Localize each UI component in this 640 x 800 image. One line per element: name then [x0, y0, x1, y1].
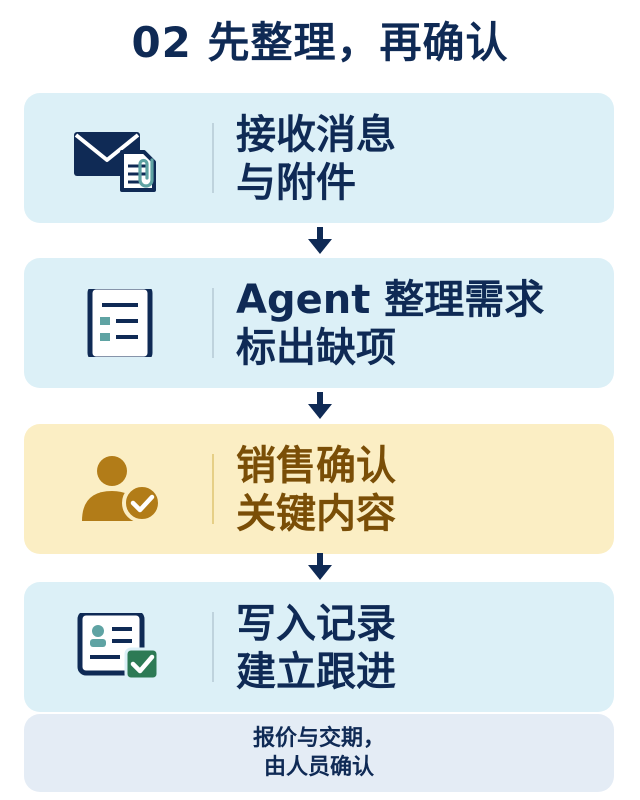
- step-card-sales-confirm: 销售确认 关键内容: [24, 424, 614, 554]
- step-text: 写入记录 建立跟进: [236, 600, 596, 696]
- step-card-receive: 接收消息 与附件: [24, 93, 614, 223]
- step-line-1: 接收消息: [236, 112, 396, 158]
- email-attachment-icon: [72, 124, 168, 192]
- arrow-down-icon: [308, 553, 332, 580]
- step-line-2: 关键内容: [236, 491, 396, 537]
- step-line-2: 建立跟进: [236, 649, 396, 695]
- step-line-1: 写入记录: [236, 601, 396, 647]
- record-card-check-icon: [72, 610, 168, 681]
- step-text: 接收消息 与附件: [236, 111, 596, 207]
- step-divider: [212, 123, 214, 193]
- step-text: 销售确认 关键内容: [236, 442, 596, 538]
- step-card-organize: Agent 整理需求 标出缺项: [24, 258, 614, 388]
- step-line-1: 销售确认: [236, 443, 396, 489]
- footer-note: 报价与交期， 由人员确认: [24, 714, 614, 792]
- step-divider: [212, 612, 214, 682]
- step-line-1: Agent 整理需求: [236, 277, 545, 323]
- note-line-2: 由人员确认: [263, 755, 374, 780]
- note-line-1: 报价与交期，: [252, 726, 385, 751]
- user-check-icon: [72, 455, 168, 523]
- step-card-record: 写入记录 建立跟进: [24, 582, 614, 712]
- document-list-icon: [72, 284, 168, 362]
- arrow-down-icon: [308, 227, 332, 254]
- step-divider: [212, 288, 214, 358]
- step-line-2: 与附件: [236, 160, 356, 206]
- arrow-down-icon: [308, 392, 332, 419]
- step-divider: [212, 454, 214, 524]
- step-line-2: 标出缺项: [236, 325, 396, 371]
- page-title: 02 先整理，再确认: [131, 18, 509, 67]
- step-text: Agent 整理需求 标出缺项: [236, 276, 596, 372]
